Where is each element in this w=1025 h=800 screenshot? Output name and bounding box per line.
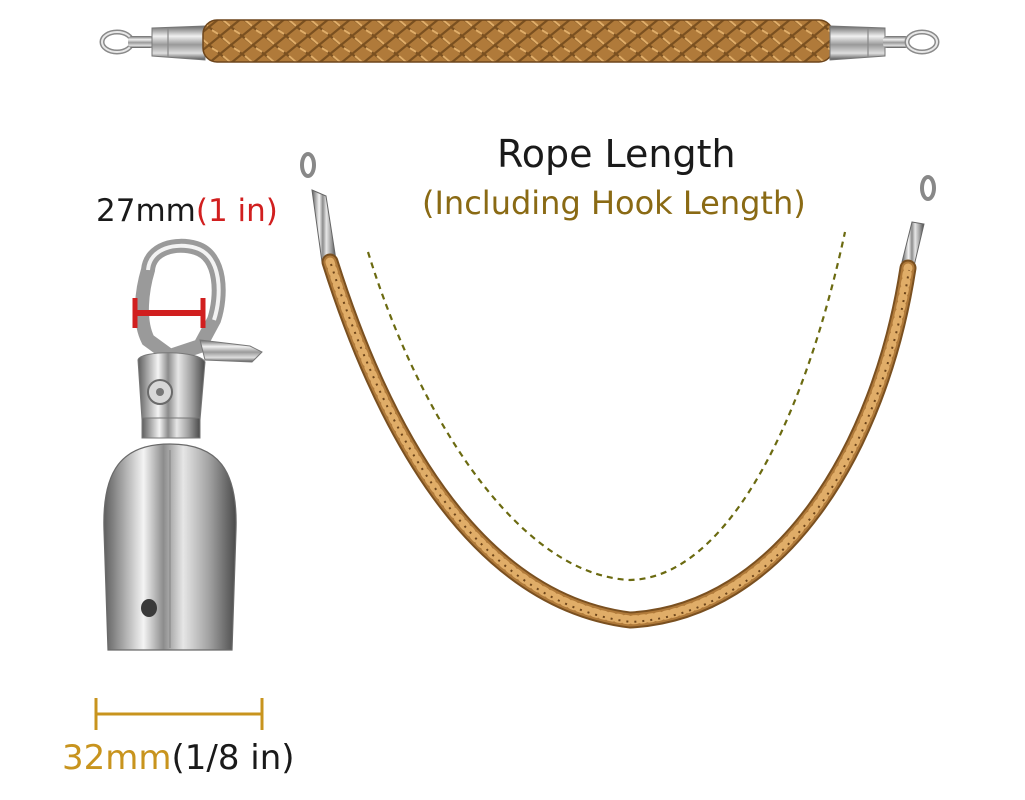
right-clasp-icon [829, 25, 940, 61]
rope-length-title: Rope Length [497, 132, 736, 176]
right-hook-icon [901, 221, 925, 267]
base-diameter-metric: 32mm [62, 738, 172, 778]
base-diameter-imperial: (1/8 in) [171, 738, 295, 778]
base-diameter-dimension [94, 698, 264, 730]
hook-opening-label: 27mm(1 in) [96, 193, 278, 229]
left-clasp-icon [99, 25, 206, 61]
hook-opening-imperial: (1 in) [195, 193, 278, 229]
left-hook-icon [311, 189, 337, 263]
hook-opening-dimension [132, 298, 206, 328]
hook-opening-metric: 27mm [96, 193, 196, 229]
hanging-rope [300, 152, 936, 629]
straight-rope [99, 19, 940, 63]
snap-hook-icon [134, 238, 226, 364]
hook-closeup [103, 238, 263, 651]
braided-rope-body [203, 20, 833, 62]
rope-length-guide [366, 231, 847, 582]
rope-length-subtitle: (Including Hook Length) [422, 184, 806, 222]
base-diameter-label: 32mm(1/8 in) [62, 738, 295, 778]
twisted-rope-body [325, 257, 913, 625]
